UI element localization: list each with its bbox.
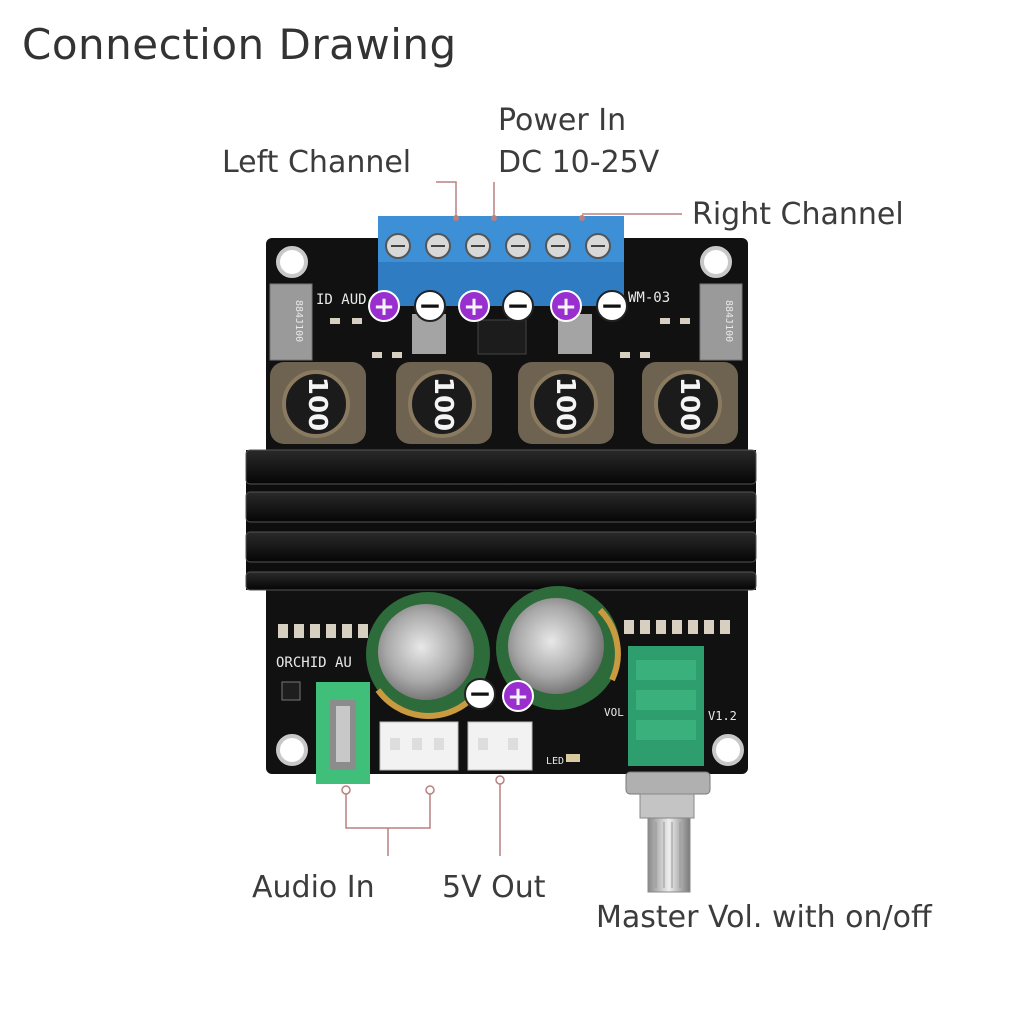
minus-sign: − [468, 677, 491, 710]
mounting-hole-bottom-right [712, 734, 744, 766]
page-title: Connection Drawing [22, 20, 457, 69]
audio-in-leader [345, 792, 431, 829]
jst-connector-5v [467, 721, 533, 771]
smd-row [278, 620, 730, 638]
minus-marker [464, 678, 496, 710]
minus-sign: − [600, 289, 623, 322]
ic-chip [477, 319, 527, 355]
audio-jack [316, 682, 370, 784]
led-indicator [566, 754, 580, 762]
small-transistor [281, 681, 301, 701]
film-capacitor-text-right: 884J100 [723, 300, 734, 342]
inductor: 100 [518, 362, 614, 444]
potentiometer-shaft [647, 817, 691, 893]
silkscreen-version: V1.2 [708, 709, 737, 723]
minus-sign: − [418, 289, 441, 322]
plus-marker [458, 290, 490, 322]
film-capacitor-right [699, 283, 743, 361]
film-capacitor-left [269, 283, 313, 361]
mounting-hole-bottom-left [276, 734, 308, 766]
leader-lines-top [436, 181, 682, 216]
power-in-label: Power In [498, 103, 627, 138]
plus-sign: + [507, 682, 529, 712]
minus-marker [414, 290, 446, 322]
terminal-block [378, 216, 624, 306]
left-channel-leader [436, 181, 457, 216]
inductor-label: 100 [674, 377, 704, 431]
plus-marker [550, 290, 582, 322]
electrolytic-capacitor-right [496, 586, 621, 710]
silkscreen-vol: VOL [604, 706, 624, 719]
heatsink [245, 449, 757, 591]
mounting-hole-top-right [700, 246, 732, 278]
master-vol-label: Master Vol. with on/off [596, 900, 932, 935]
leader-lines-bottom [345, 782, 501, 856]
plus-sign: + [555, 292, 577, 322]
terminal-polarity-markers: + − + − + − [368, 289, 628, 322]
inductor: 100 [642, 362, 738, 444]
leader-dots [453, 215, 585, 221]
five-v-out-label: 5V Out [442, 870, 546, 905]
minus-marker [596, 290, 628, 322]
plus-marker [368, 290, 400, 322]
inductor: 100 [270, 362, 366, 444]
right-channel-label: Right Channel [692, 197, 904, 232]
silkscreen-top-right: WM-03 [628, 290, 670, 306]
silkscreen-led: LED [546, 756, 564, 767]
audio-in-label: Audio In [252, 870, 375, 905]
jst-connector-audio [379, 721, 459, 771]
electrolytic-capacitor-left [366, 592, 490, 719]
silkscreen-top-left: ID AUD [316, 292, 367, 308]
inductors: 100 100 100 100 [270, 362, 738, 444]
plus-marker [502, 680, 534, 712]
plus-sign: + [373, 292, 395, 322]
film-capacitor-text-left: 884J100 [293, 300, 304, 342]
mounting-hole-top-left [276, 246, 308, 278]
potentiometer [625, 646, 711, 893]
inductor-label: 100 [428, 377, 458, 431]
inductor: 100 [396, 362, 492, 444]
left-channel-label: Left Channel [222, 145, 412, 180]
mounting-holes [276, 246, 744, 766]
smd-components [330, 318, 690, 358]
plus-sign: + [463, 292, 485, 322]
leader-dots-bottom [341, 775, 505, 795]
minus-sign: − [506, 289, 529, 322]
minus-marker [502, 290, 534, 322]
silkscreen-bottom-left: ORCHID AU [276, 655, 352, 671]
inductor-label: 100 [550, 377, 580, 431]
power-voltage-label: DC 10-25V [498, 145, 660, 180]
inductor-label: 100 [302, 377, 332, 431]
